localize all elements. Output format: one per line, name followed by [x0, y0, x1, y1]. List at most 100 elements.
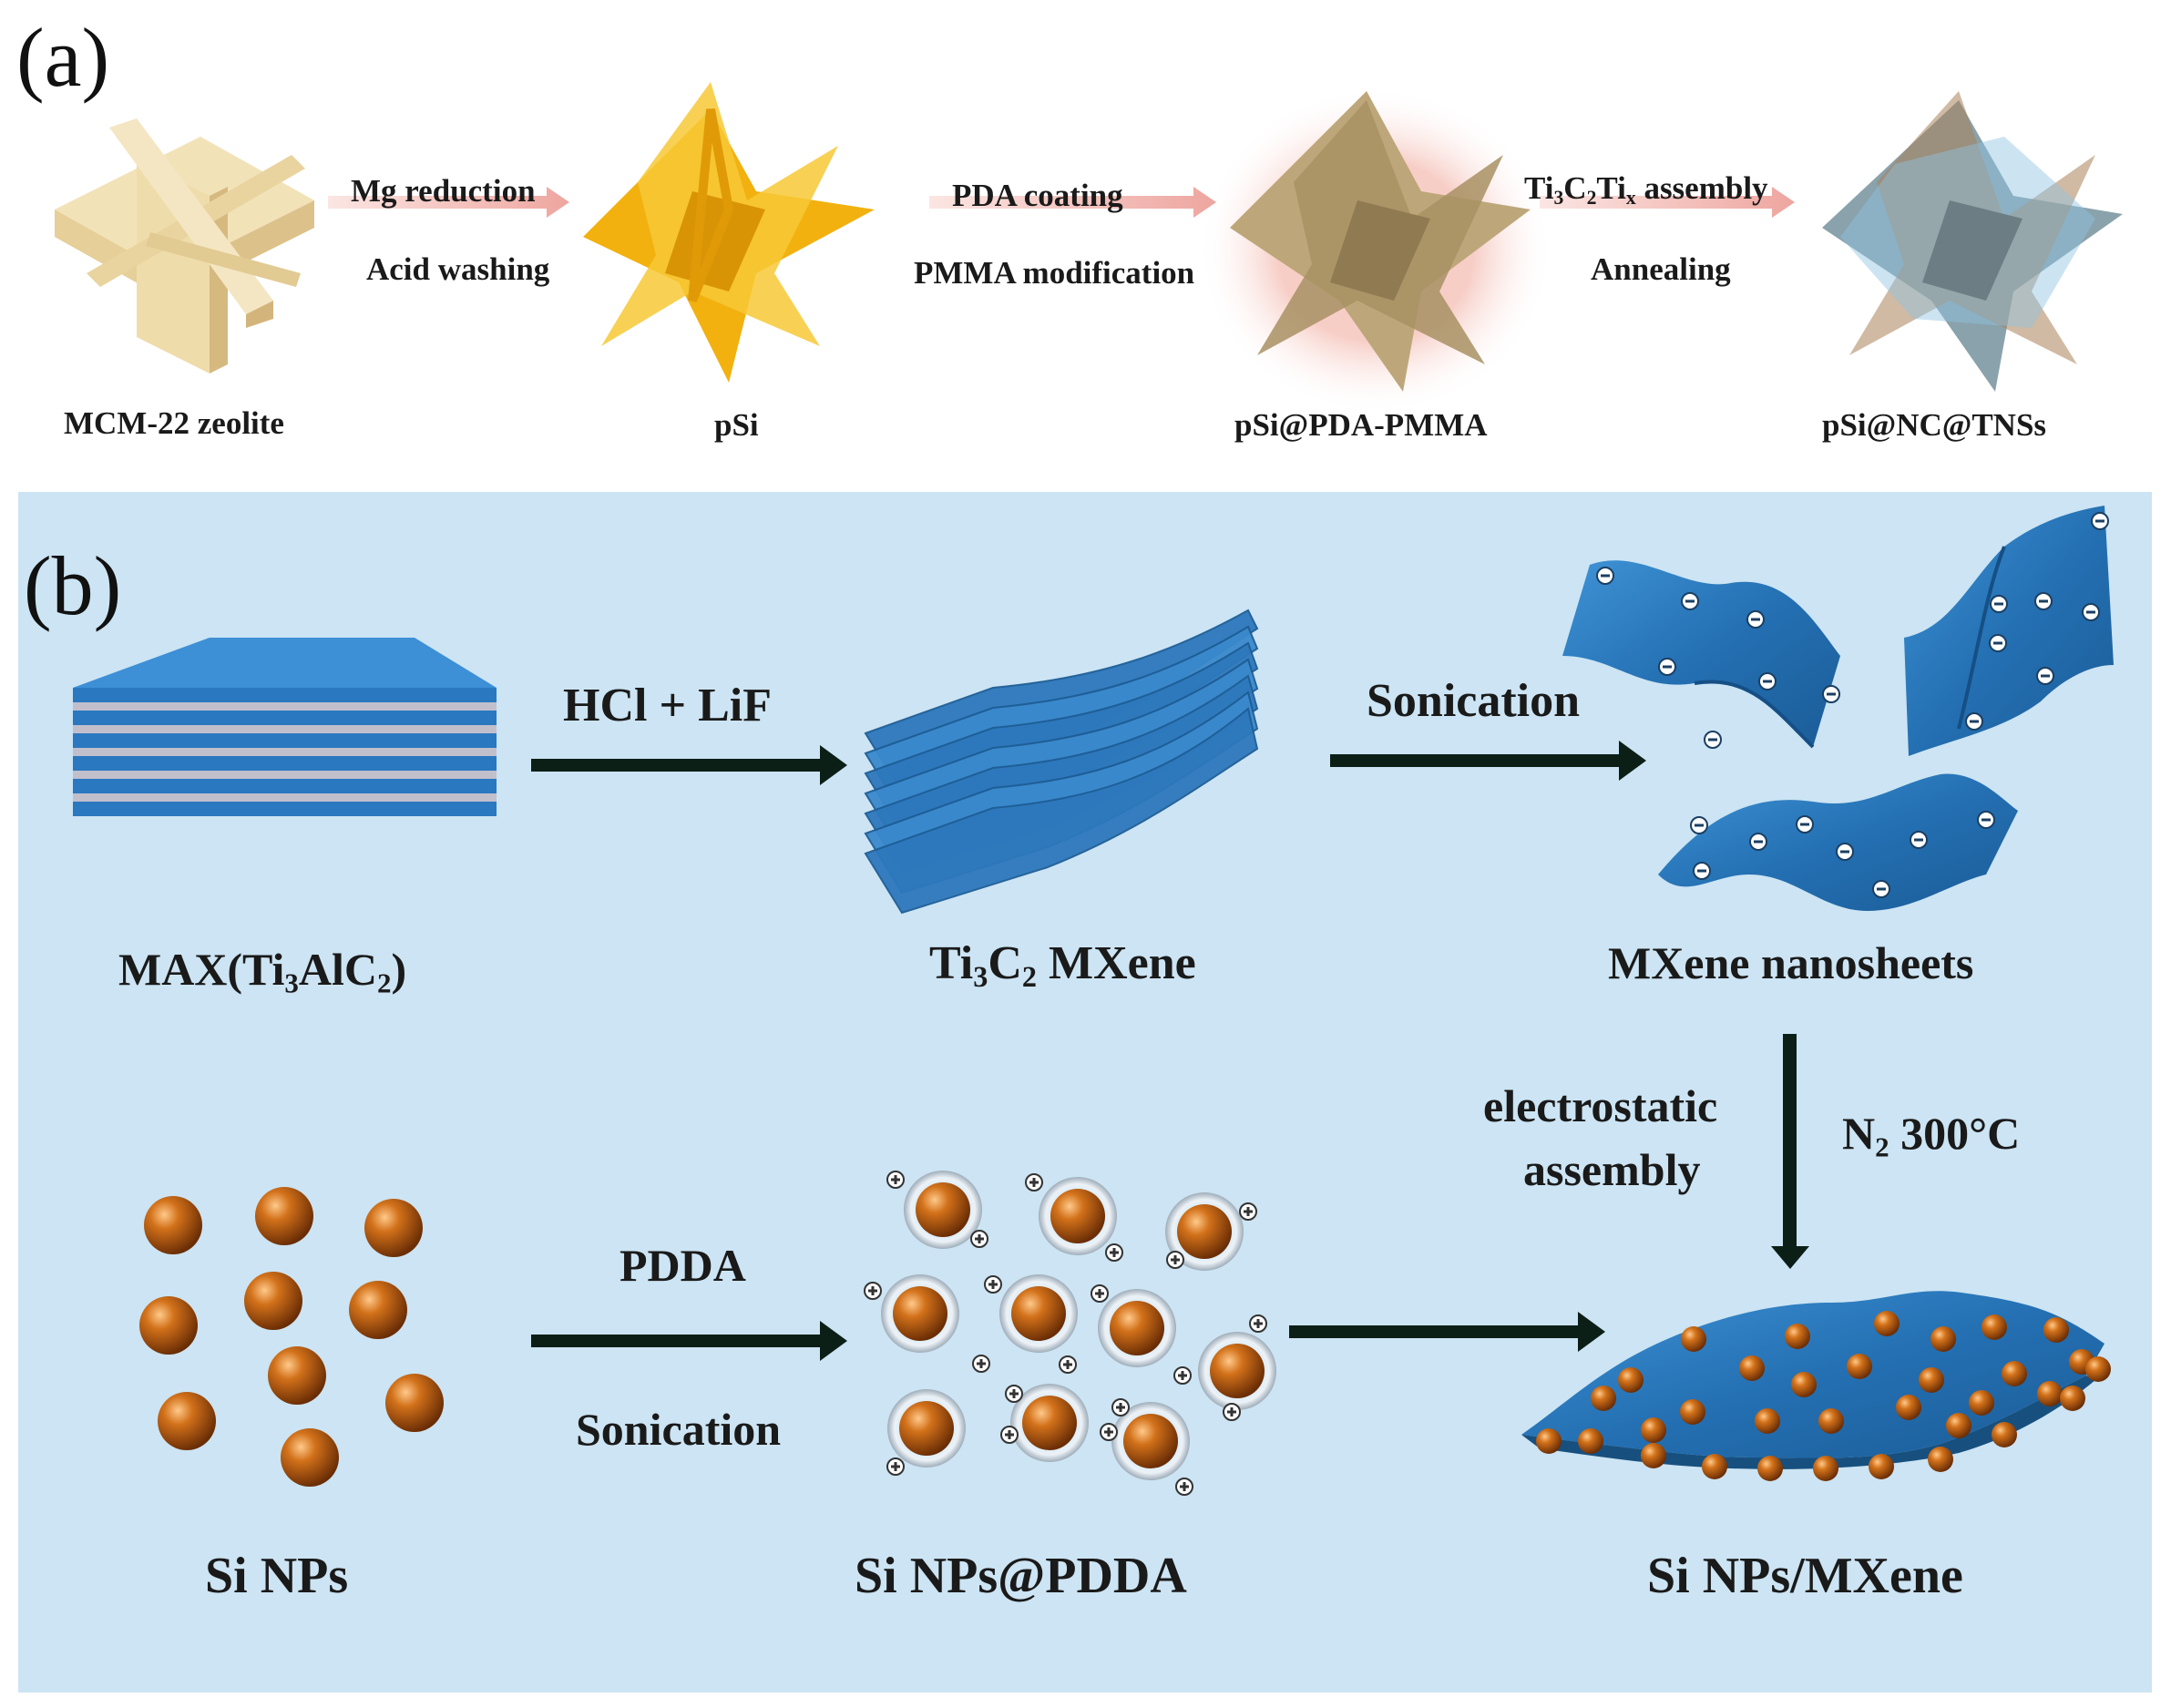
ti3c2-mxene-sheets — [864, 609, 1259, 915]
si-mxene-composite — [1521, 1291, 2111, 1481]
plus-sign — [1230, 1407, 1234, 1417]
arrow-assembly — [1289, 1312, 1605, 1352]
step2-bottom-label: PMMA modification — [914, 255, 1195, 291]
label-hcl-lif: HCl + LiF — [563, 680, 772, 731]
minus-sign — [1601, 574, 1610, 578]
composite-si-particle — [1641, 1443, 1666, 1468]
max-layer-mx — [73, 688, 497, 702]
composite-si-particle — [1946, 1413, 1971, 1438]
plus-sign — [1098, 1289, 1101, 1298]
si-particle — [916, 1182, 970, 1237]
composite-si-particle — [1930, 1326, 1956, 1352]
minus-sign — [1877, 887, 1886, 891]
composite-si-particle — [2060, 1386, 2085, 1411]
max-phase-stack — [73, 638, 497, 816]
panel-a-letter: (a) — [16, 11, 110, 104]
si-particle — [1210, 1344, 1265, 1398]
plus-sign — [1256, 1319, 1260, 1328]
composite-si-particle — [1992, 1422, 2017, 1447]
minus-sign — [1695, 823, 1704, 827]
composite-si-particle — [2002, 1361, 2027, 1386]
step2-top-label: PDA coating — [952, 178, 1123, 213]
label-psi-pda-pmma: pSi@PDA-PMMA — [1234, 407, 1488, 443]
minus-sign — [1708, 738, 1717, 741]
max-top-face — [73, 638, 497, 688]
composite-si-particle — [2043, 1317, 2069, 1343]
composite-si-particle — [1969, 1390, 1994, 1416]
plus-sign — [1032, 1178, 1036, 1187]
composite-si-particle — [1755, 1408, 1780, 1434]
arrow-step-3 — [1540, 187, 1795, 218]
composite-si-particle — [1641, 1417, 1666, 1443]
composite-si-particle — [1847, 1354, 1872, 1379]
minus-sign — [1970, 720, 1979, 723]
arrow-step-2 — [929, 187, 1216, 218]
si-particle — [1123, 1414, 1178, 1468]
composite-si-particle — [1869, 1454, 1894, 1479]
label-mcm22-zeolite: MCM-22 zeolite — [64, 405, 284, 441]
max-layer-al — [73, 702, 497, 711]
composite-si-particle — [1791, 1372, 1817, 1397]
minus-sign — [1663, 665, 1672, 669]
composite-si-particle — [1928, 1447, 1953, 1472]
plus-sign — [1107, 1427, 1111, 1437]
mcm22-zeolite-image — [55, 118, 314, 373]
composite-si-particle — [1813, 1456, 1838, 1481]
si-pdda-particles — [864, 1171, 1276, 1496]
composite-si-particle — [1681, 1326, 1706, 1352]
plus-sign — [1173, 1255, 1177, 1264]
arrow-pdda — [531, 1321, 847, 1361]
si-particle — [1050, 1189, 1105, 1243]
plus-sign — [1119, 1403, 1122, 1412]
label-si-nps-pdda: Si NPs@PDDA — [855, 1548, 1187, 1604]
minus-sign — [1993, 641, 2002, 645]
si-particle — [268, 1346, 326, 1405]
si-nanoparticles — [139, 1187, 444, 1487]
label-assembly: assembly — [1523, 1144, 1701, 1195]
composite-si-particle — [1680, 1399, 1705, 1425]
plus-sign — [1066, 1360, 1070, 1369]
composite-si-particle — [1702, 1454, 1727, 1479]
minus-sign — [1697, 869, 1706, 873]
plus-sign — [871, 1286, 875, 1295]
negative-charge-marks — [1596, 512, 2109, 898]
label-si-nps-mxene: Si NPs/MXene — [1647, 1548, 1963, 1604]
composite-si-particle — [1578, 1428, 1603, 1454]
composite-si-particle — [1896, 1395, 1921, 1420]
label-electrostatic: electrostatic — [1483, 1080, 1718, 1131]
label-mxene-nanosheets: MXene nanosheets — [1608, 937, 1974, 988]
plus-sign — [894, 1175, 897, 1184]
composite-si-particle — [1818, 1408, 1844, 1434]
label-si-nps: Si NPs — [205, 1548, 349, 1604]
composite-si-particle — [1982, 1314, 2007, 1340]
mxene-nanosheet-1 — [1562, 560, 1840, 749]
minus-sign — [1914, 838, 1923, 842]
composite-si-particle — [1919, 1367, 1944, 1393]
minus-sign — [1840, 850, 1849, 854]
composite-si-particle — [1739, 1355, 1765, 1381]
panel-b-letter: (b) — [24, 539, 122, 632]
composite-si-particle — [1536, 1428, 1562, 1454]
plus-sign — [1112, 1248, 1116, 1257]
composite-si-particle — [2085, 1356, 2111, 1382]
psi-pda-pmma-image — [1198, 87, 1553, 414]
minus-sign — [2086, 610, 2095, 614]
minus-sign — [1994, 602, 2003, 606]
max-layer-al — [73, 793, 497, 802]
label-ti3c2-mxene: Ti3C2 MXene — [929, 937, 1196, 994]
panel-a — [55, 82, 2123, 414]
plus-sign — [1008, 1430, 1011, 1439]
max-layer-mx — [73, 779, 497, 793]
si-particle — [364, 1199, 423, 1257]
label-sonication-2: Sonication — [576, 1404, 782, 1455]
composite-si-particle — [1785, 1324, 1810, 1349]
plus-sign — [978, 1234, 981, 1243]
mxene-nanosheet-3 — [1658, 773, 2018, 911]
step1-top-label: Mg reduction — [351, 173, 536, 209]
max-layer-mx — [73, 733, 497, 748]
max-layer-al — [73, 748, 497, 756]
si-particle — [1110, 1301, 1164, 1355]
plus-sign — [1183, 1482, 1186, 1491]
composite-particles — [1536, 1311, 2111, 1481]
